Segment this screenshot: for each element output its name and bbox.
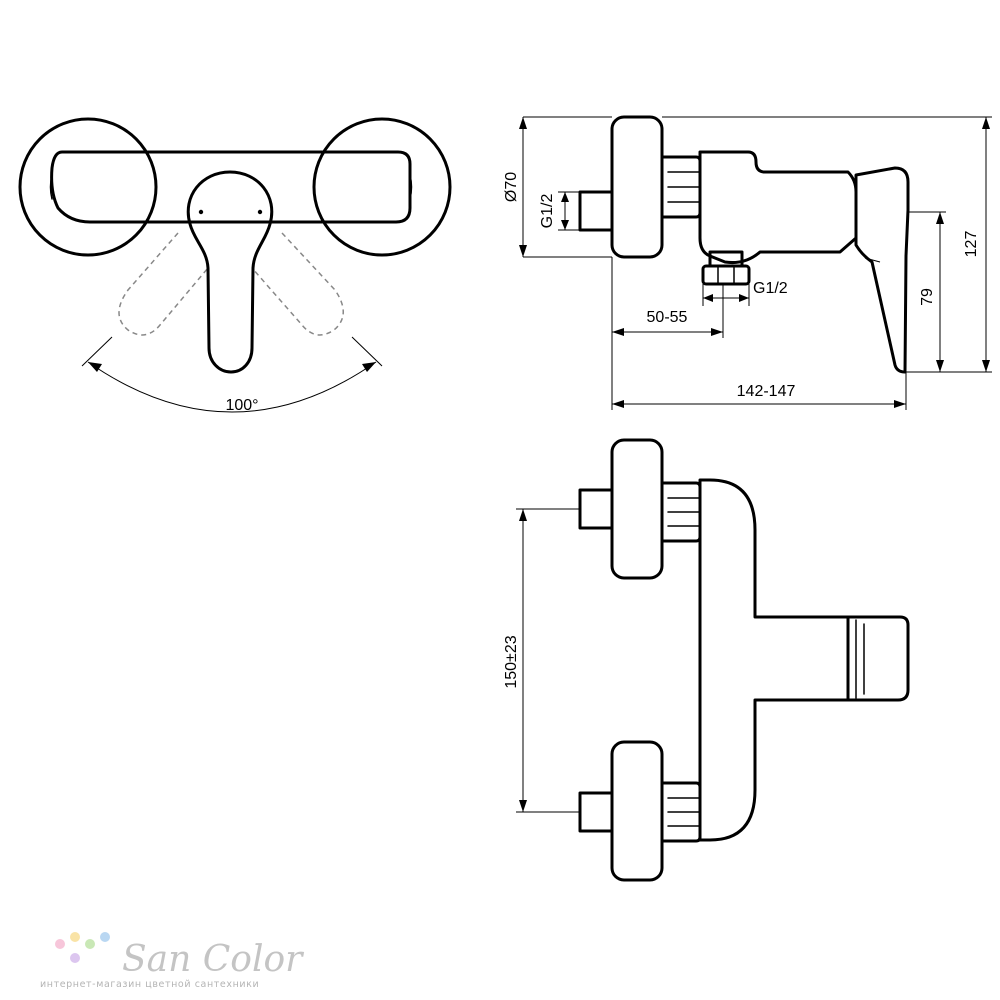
lever-left-position bbox=[118, 232, 209, 336]
watermark: San Color интернет-магазин цветной санте… bbox=[40, 932, 304, 990]
diameter-label: Ø70 bbox=[503, 172, 520, 202]
left-flange-circle bbox=[18, 117, 158, 257]
front-lever-handle bbox=[846, 615, 910, 702]
side-view: Ø70 G1/2 G1/2 50-55 142-147 79 bbox=[503, 115, 992, 410]
total-depth-label: 142-147 bbox=[737, 383, 796, 400]
dim-arrow-142-147-right bbox=[894, 400, 906, 408]
front-flange-bottom bbox=[610, 740, 664, 882]
right-flange-circle bbox=[312, 117, 452, 257]
watermark-dot bbox=[70, 953, 80, 963]
lever-pin-right bbox=[257, 209, 263, 215]
side-mixer-body bbox=[698, 150, 858, 264]
front-mixer-body bbox=[698, 478, 850, 842]
watermark-brand: San Color bbox=[122, 939, 304, 980]
side-lever-slot bbox=[864, 257, 881, 263]
body-edge-right bbox=[409, 174, 413, 200]
inlet-thread-label: G1/2 bbox=[539, 194, 556, 229]
angle-tick-left bbox=[81, 336, 113, 367]
dim-arrow-spacing-top bbox=[519, 509, 527, 521]
dim-arrow-d70-bottom bbox=[519, 245, 527, 257]
dim-arrow-79-top bbox=[936, 212, 944, 224]
dim-arrow-outlet-left bbox=[703, 294, 713, 302]
spacing-label: 150±23 bbox=[503, 635, 520, 688]
dim-arrow-d70-top bbox=[519, 117, 527, 129]
lever-handle bbox=[186, 170, 274, 374]
front-inlet-top bbox=[578, 488, 614, 530]
dim-arrow-127-top bbox=[982, 117, 990, 129]
side-outlet-nut bbox=[701, 264, 751, 286]
dim-arrow-spacing-bottom bbox=[519, 800, 527, 812]
angle-arc bbox=[87, 361, 377, 413]
dim-arrow-inlet-top bbox=[561, 192, 569, 202]
watermark-dot bbox=[70, 932, 80, 942]
side-wall-flange bbox=[610, 115, 664, 259]
front-view: 150±23 bbox=[503, 438, 910, 882]
body-edge-left bbox=[49, 174, 53, 200]
total-height-label: 127 bbox=[963, 231, 980, 258]
dim-arrow-inlet-bottom bbox=[561, 220, 569, 230]
front-flange-top bbox=[610, 438, 664, 580]
mixer-body-top bbox=[50, 150, 412, 224]
lever-right-position bbox=[251, 232, 344, 336]
angle-arrow-right bbox=[362, 362, 376, 372]
angle-tick-right bbox=[351, 336, 383, 367]
dim-arrow-79-bottom bbox=[936, 360, 944, 372]
side-inlet-pipe bbox=[578, 190, 614, 232]
top-view: 100° bbox=[18, 117, 452, 414]
side-lever-handle bbox=[854, 166, 910, 374]
lever-height-label: 79 bbox=[919, 288, 936, 306]
front-inlet-bottom bbox=[578, 791, 614, 833]
watermark-dot bbox=[100, 932, 110, 942]
watermark-tagline: интернет-магазин цветной сантехники bbox=[40, 979, 259, 990]
outlet-offset-label: 50-55 bbox=[647, 309, 688, 326]
dim-arrow-127-bottom bbox=[982, 360, 990, 372]
angle-label: 100° bbox=[225, 397, 258, 414]
watermark-dot bbox=[55, 939, 65, 949]
dim-arrow-outlet-right bbox=[739, 294, 749, 302]
dim-arrow-142-147-left bbox=[612, 400, 624, 408]
angle-arrow-left bbox=[88, 362, 102, 372]
watermark-dot bbox=[85, 939, 95, 949]
lever-pin-left bbox=[198, 209, 204, 215]
outlet-thread-label: G1/2 bbox=[753, 280, 788, 297]
dim-arrow-50-55-right bbox=[711, 328, 723, 336]
dim-arrow-50-55-left bbox=[612, 328, 624, 336]
